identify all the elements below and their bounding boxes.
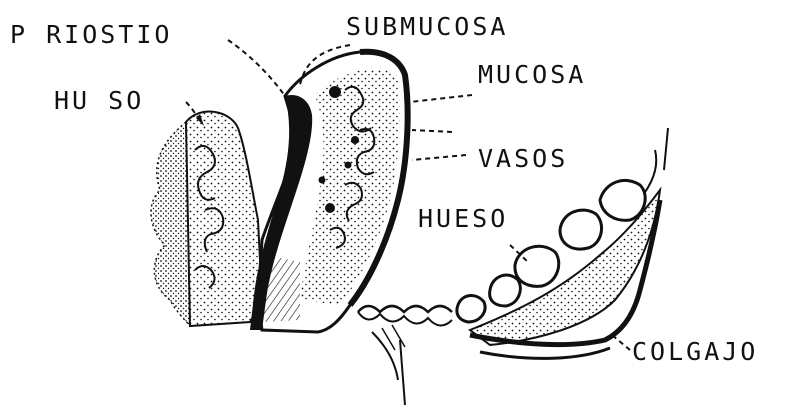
label-colgajo: COLGAJO xyxy=(632,339,758,364)
left-mucosa-flap xyxy=(250,52,408,332)
label-mucosa: MUCOSA xyxy=(478,62,586,87)
label-hueso-right: HUESO xyxy=(418,206,508,231)
leader-colgajo xyxy=(612,335,630,350)
label-hueso-left: HU SO xyxy=(54,88,144,113)
leader-periostio xyxy=(228,40,285,96)
label-vasos: VASOS xyxy=(478,146,568,171)
label-submucosa: SUBMUCOSA xyxy=(346,14,508,39)
leader-mucosa xyxy=(410,95,472,102)
left-bone-section xyxy=(151,112,262,326)
leader-vasos-1 xyxy=(412,130,452,132)
label-periostio: P RIOSTIO xyxy=(10,22,172,47)
leader-vasos-2 xyxy=(412,155,466,160)
